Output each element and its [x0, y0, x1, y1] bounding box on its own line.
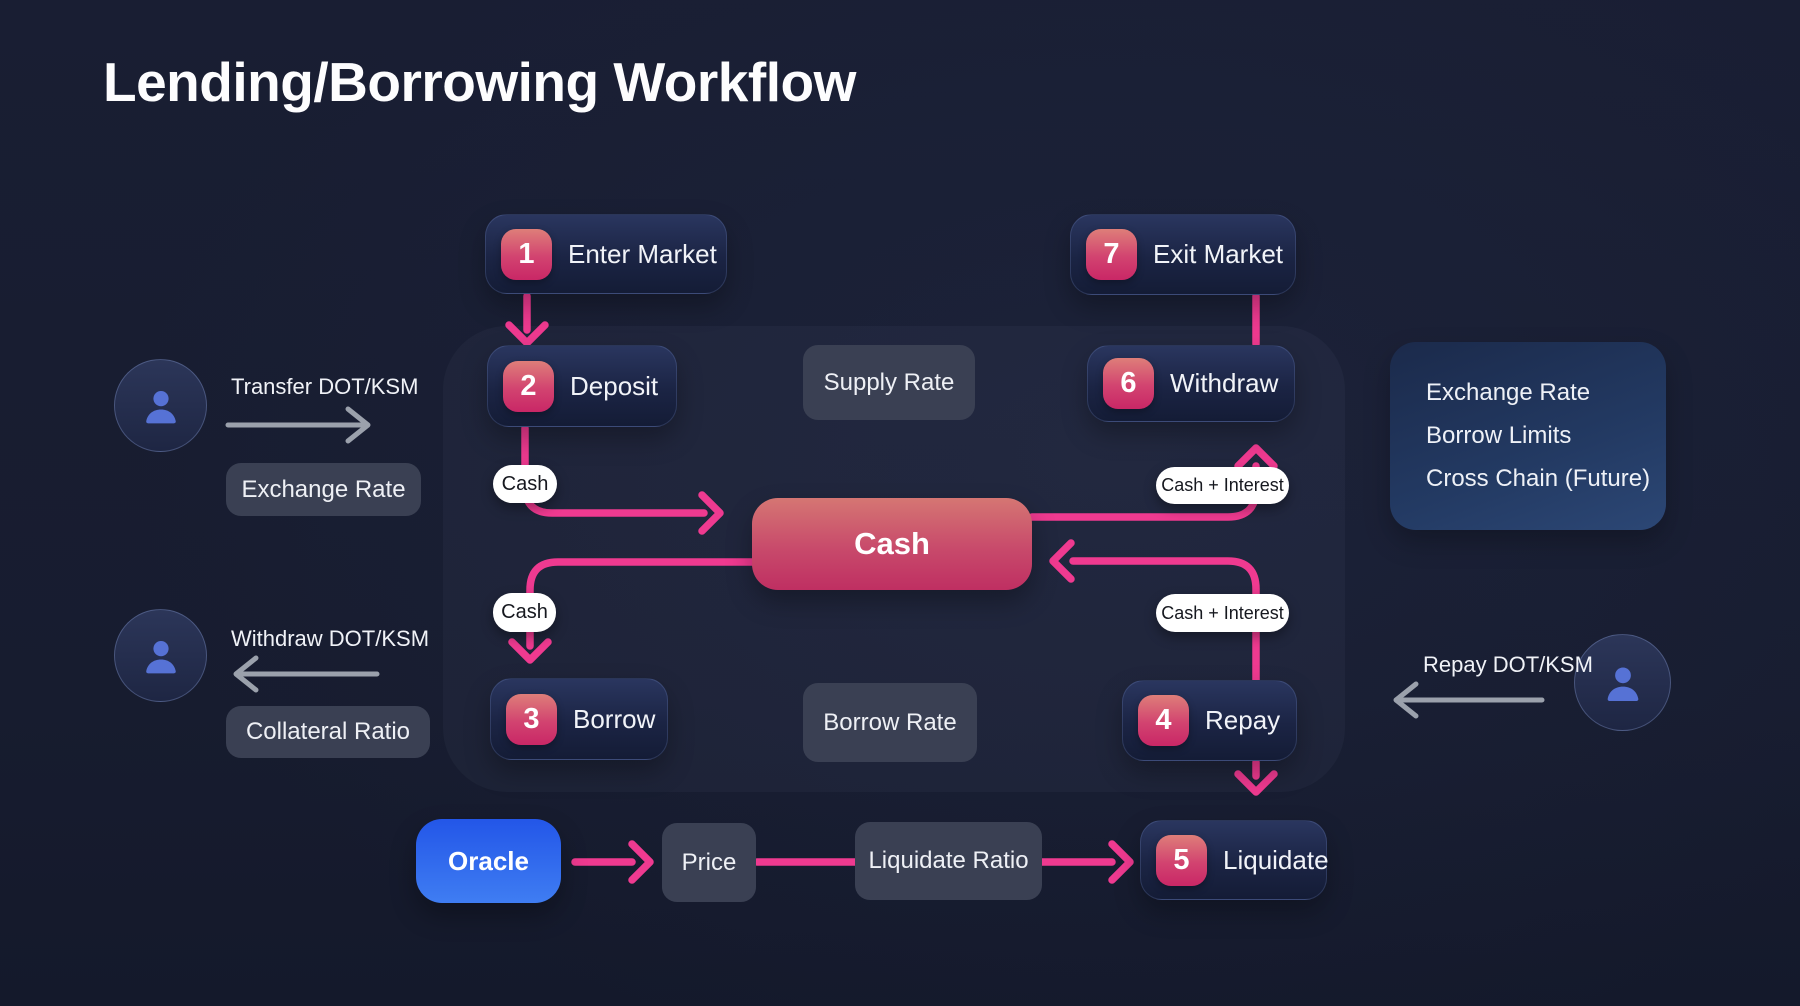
feature-cross-chain: Cross Chain (Future) [1426, 465, 1651, 492]
step-number-badge: 5 [1156, 834, 1207, 886]
step-label: Repay [1205, 705, 1281, 735]
edge-label-cash-interest-withdraw: Cash + Interest [1156, 467, 1289, 504]
step-borrow: 3 Borrow [490, 678, 668, 760]
user-avatar-lender [114, 359, 207, 452]
arrow-withdraw-left [233, 655, 380, 693]
step-enter-market: 1 Enter Market [485, 214, 727, 294]
step-label: Borrow [573, 703, 656, 734]
step-number-badge: 1 [501, 228, 552, 280]
features-panel: Exchange Rate Borrow Limits Cross Chain … [1390, 342, 1666, 530]
arrow-repay-left [1393, 681, 1545, 719]
step-repay: 4 Repay [1122, 680, 1297, 761]
edge-cash-to-borrow [508, 558, 756, 664]
edge-label-cash-deposit: Cash [493, 465, 557, 503]
person-icon [1607, 666, 1638, 701]
edge-enter-to-deposit [505, 292, 549, 347]
supply-rate-node: Supply Rate [803, 345, 975, 420]
borrow-rate-node: Borrow Rate [803, 683, 977, 762]
edge-ratio-to-liquidate [1038, 840, 1134, 884]
arrow-transfer-right [225, 406, 371, 444]
step-number-badge: 3 [506, 693, 557, 745]
step-liquidate: 5 Liquidate [1140, 820, 1329, 900]
step-deposit: 2 Deposit [487, 345, 677, 427]
person-icon [145, 640, 176, 673]
user-avatar-borrower [1574, 634, 1671, 731]
user-avatar-withdrawer [114, 609, 207, 702]
collateral-ratio-tag: Collateral Ratio [226, 706, 430, 758]
step-number-badge: 2 [503, 360, 554, 412]
step-withdraw: 6 Withdraw [1087, 345, 1295, 422]
transfer-annotation: Transfer DOT/KSM [231, 374, 419, 399]
repay-annotation: Repay DOT/KSM [1423, 652, 1593, 677]
edge-repay-to-liquidate [1234, 758, 1278, 796]
step-label: Liquidate [1223, 844, 1329, 875]
exchange-rate-tag: Exchange Rate [226, 463, 421, 516]
edge-repay-to-cash [1049, 539, 1260, 684]
feature-borrow-limits: Borrow Limits [1426, 422, 1572, 449]
withdraw-annotation: Withdraw DOT/KSM [231, 626, 430, 651]
step-label: Enter Market [568, 238, 717, 269]
cash-node: Cash [752, 498, 1032, 590]
step-label: Withdraw [1170, 368, 1279, 398]
oracle-node: Oracle [416, 819, 561, 903]
step-label: Exit Market [1153, 239, 1284, 269]
price-node: Price [662, 823, 756, 902]
person-icon [145, 390, 176, 423]
step-number-badge: 7 [1086, 229, 1137, 280]
feature-exchange-rate: Exchange Rate [1426, 379, 1591, 406]
edge-label-cash-interest-repay: Cash + Interest [1156, 594, 1289, 632]
step-number-badge: 4 [1138, 695, 1189, 746]
liquidate-ratio-node: Liquidate Ratio [855, 822, 1042, 900]
step-exit-market: 7 Exit Market [1070, 214, 1296, 295]
edge-label-cash-borrow: Cash [493, 593, 556, 632]
page-title: Lending/Borrowing Workflow [103, 51, 856, 113]
edge-oracle-to-price [571, 840, 654, 884]
step-label: Deposit [570, 370, 659, 401]
step-number-badge: 6 [1103, 358, 1154, 409]
